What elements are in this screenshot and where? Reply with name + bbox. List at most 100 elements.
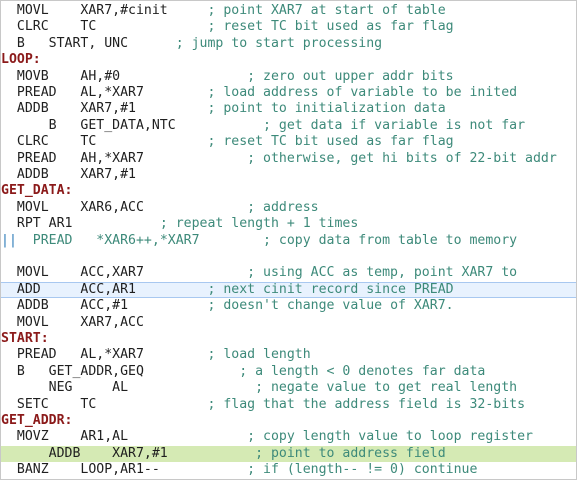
instruction: ADDB XAR7,#1 xyxy=(48,445,256,461)
code-line[interactable]: MOVZ AR1,AL ; copy length value to loop … xyxy=(1,429,576,445)
code-line[interactable]: ADDB XAR7,#1 ; point to initialization d… xyxy=(1,101,576,117)
indent xyxy=(1,167,17,182)
indent xyxy=(1,101,17,116)
code-line[interactable]: NEG AL ; negate value to get real length xyxy=(1,380,576,396)
comment: ; copy length value to loop register xyxy=(247,429,533,445)
instruction: B START, UNC xyxy=(16,35,176,51)
comment: ; point to initialization data xyxy=(207,101,446,117)
code-line[interactable]: MOVL XAR7,ACC xyxy=(1,315,576,331)
comment: ; jump to start processing xyxy=(175,35,383,51)
code-line[interactable]: MOVL XAR6,ACC ; address xyxy=(1,200,576,216)
instruction: ADD ACC,AR1 xyxy=(16,281,208,297)
indent xyxy=(1,347,17,362)
code-line[interactable]: ADD ACC,AR1 ; next cinit record since PR… xyxy=(1,281,576,299)
comment: ; negate value to get real length xyxy=(255,380,518,396)
indent xyxy=(1,151,17,166)
indent xyxy=(1,282,17,297)
indent xyxy=(1,364,17,379)
indent xyxy=(1,118,49,133)
comment: ; a length < 0 denotes far data xyxy=(239,363,486,379)
code-label-line[interactable]: GET_ADDR: xyxy=(1,413,576,429)
indent xyxy=(1,134,17,149)
comment: ; address xyxy=(247,199,319,215)
indent xyxy=(1,3,17,18)
indent xyxy=(1,216,17,231)
code-label: START: xyxy=(1,331,49,346)
comment: ; load address of variable to be inited xyxy=(207,85,518,100)
instruction: NEG AL xyxy=(48,380,256,396)
code-label: GET_DATA: xyxy=(1,183,73,199)
comment: ; repeat length + 1 times xyxy=(159,216,359,232)
code-line[interactable]: MOVL XAR7,#cinit ; point XAR7 at start o… xyxy=(1,3,576,19)
code-label-line[interactable]: LOOP: xyxy=(1,52,576,68)
instruction: MOVZ AR1,AL xyxy=(16,429,248,445)
comment: ; using ACC as temp, point XAR7 to xyxy=(247,265,518,281)
code-line[interactable]: SETC TC ; flag that the address field is… xyxy=(1,397,576,413)
blank-line[interactable] xyxy=(1,249,576,265)
code-line[interactable]: CLRC TC ; reset TC bit used as far flag xyxy=(1,134,576,150)
comment: ; point to address field xyxy=(255,445,446,461)
comment: ; otherwise, get hi bits of 22-bit addr xyxy=(247,150,557,166)
indent xyxy=(1,315,17,330)
indent xyxy=(1,19,17,34)
indent xyxy=(1,298,17,313)
indent xyxy=(1,265,17,280)
instruction: PREAD *XAR6++,*XAR7 xyxy=(32,232,264,248)
code-line[interactable]: MOVB AH,#0 ; zero out upper addr bits xyxy=(1,69,576,85)
code-line[interactable]: PREAD AH,*XAR7 ; otherwise, get hi bits … xyxy=(1,151,576,167)
comment: ; zero out upper addr bits xyxy=(247,68,454,84)
instruction: SETC TC xyxy=(16,396,208,412)
code-line[interactable]: PREAD AL,*XAR7 ; load length xyxy=(1,347,576,363)
comment: ; doesn't change value of XAR7. xyxy=(207,298,454,314)
instruction: RPT AR1 xyxy=(16,216,160,232)
indent xyxy=(1,462,17,477)
instruction: ADDB XAR7,#1 xyxy=(16,167,136,182)
code-line[interactable]: B START, UNC ; jump to start processing xyxy=(1,36,576,52)
indent xyxy=(1,429,17,444)
comment: ; point XAR7 at start of table xyxy=(207,3,446,18)
code-label-line[interactable]: START: xyxy=(1,331,576,347)
comment: ; next cinit record since PREAD xyxy=(207,281,454,297)
comment: ; if (length-- != 0) continue xyxy=(247,462,478,478)
comment: ; reset TC bit used as far flag xyxy=(207,19,454,35)
instruction: PREAD AL,*XAR7 xyxy=(16,85,208,100)
instruction: MOVL XAR7,ACC xyxy=(16,314,144,330)
code-line[interactable]: ADDB XAR7,#1 ; point to address field xyxy=(1,445,576,463)
code-label: GET_ADDR: xyxy=(1,413,73,428)
indent xyxy=(1,85,17,100)
comment: ; flag that the address field is 32-bits xyxy=(207,396,526,412)
instruction: ADDB ACC,#1 xyxy=(16,298,208,314)
code-line[interactable]: CLRC TC ; reset TC bit used as far flag xyxy=(1,19,576,35)
instruction: PREAD AL,*XAR7 xyxy=(16,347,208,363)
code-line[interactable]: B GET_DATA,NTC ; get data if variable is… xyxy=(1,118,576,134)
comment: ; copy data from table to memory xyxy=(263,232,518,248)
instruction: MOVB AH,#0 xyxy=(16,68,248,84)
code-label-line[interactable]: GET_DATA: xyxy=(1,183,576,199)
comment: ; reset TC bit used as far flag xyxy=(207,134,454,150)
code-line[interactable]: B GET_ADDR,GEQ ; a length < 0 denotes fa… xyxy=(1,364,576,380)
instruction: CLRC TC xyxy=(16,134,208,150)
indent xyxy=(17,233,33,248)
instruction: BANZ LOOP,AR1-- xyxy=(16,462,248,478)
instruction: B GET_ADDR,GEQ xyxy=(16,363,240,379)
indent xyxy=(1,380,49,395)
instruction: CLRC TC xyxy=(16,19,208,35)
code-line[interactable]: BANZ LOOP,AR1-- ; if (length-- != 0) con… xyxy=(1,462,576,478)
indent xyxy=(1,446,49,461)
code-line[interactable]: ADDB XAR7,#1 xyxy=(1,167,576,183)
code-line[interactable]: PREAD AL,*XAR7 ; load address of variabl… xyxy=(1,85,576,101)
instruction: ADDB XAR7,#1 xyxy=(16,101,208,117)
instruction: MOVL XAR6,ACC xyxy=(16,199,248,215)
code-line[interactable]: MOVL ACC,XAR7 ; using ACC as temp, point… xyxy=(1,265,576,281)
indent xyxy=(1,69,17,84)
parallel-bar-icon: || xyxy=(1,232,17,248)
instruction: MOVL ACC,XAR7 xyxy=(16,265,248,281)
code-line[interactable]: || PREAD *XAR6++,*XAR7 ; copy data from … xyxy=(1,233,576,249)
code-line[interactable]: RPT AR1 ; repeat length + 1 times xyxy=(1,216,576,232)
comment: ; get data if variable is not far xyxy=(263,117,526,133)
code-line[interactable]: ADDB ACC,#1 ; doesn't change value of XA… xyxy=(1,298,576,314)
instruction: MOVL XAR7,#cinit xyxy=(16,3,208,18)
indent xyxy=(1,36,17,51)
instruction: B GET_DATA,NTC xyxy=(48,117,264,133)
